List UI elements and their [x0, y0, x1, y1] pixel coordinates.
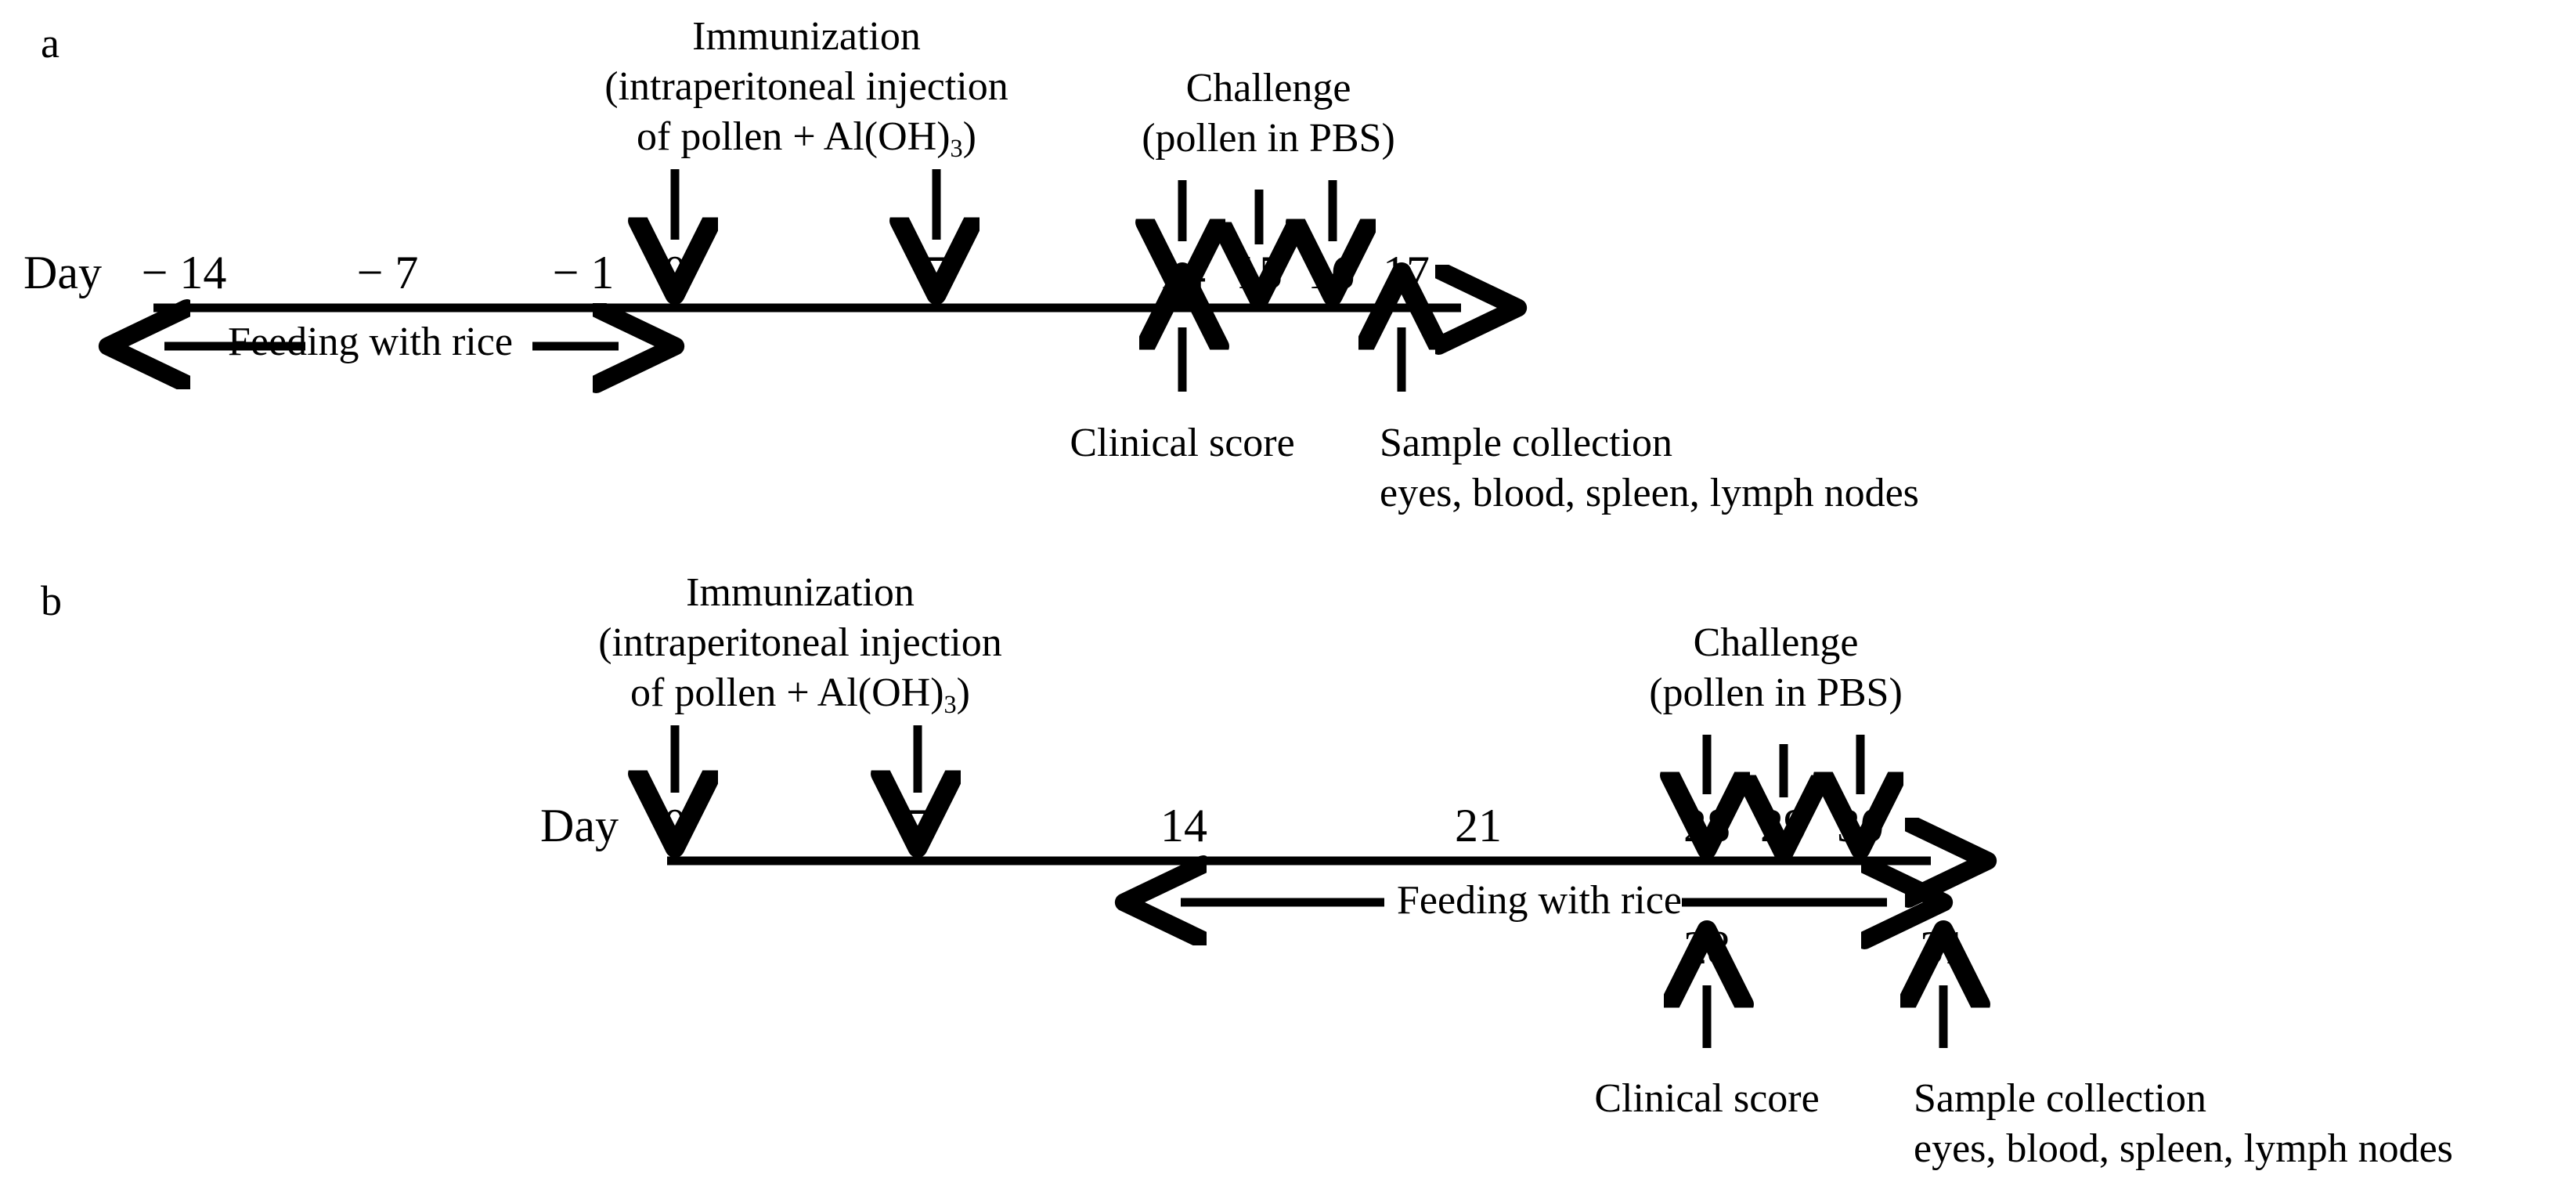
feeding-with-rice-label-b: Feeding with rice: [1392, 880, 1687, 921]
immunization-caption-b-line1: Immunization: [686, 570, 915, 615]
day-tick-a--7: − 7: [356, 247, 419, 298]
day-tick-a-16: 16: [1308, 247, 1355, 298]
day-tick-b-21: 21: [1455, 800, 1502, 851]
immunization-caption-b-line3: of pollen + Al(OH)3): [630, 669, 970, 720]
day-tick-b-14: 14: [1160, 800, 1207, 851]
day-tick-b-0: 0: [663, 800, 687, 851]
challenge-arrows-a: [1182, 180, 1333, 244]
day-axis-label-a: Day: [23, 247, 102, 298]
day-tick-a--14: − 14: [141, 247, 227, 298]
immunization-caption-a-line1: Immunization: [692, 14, 921, 59]
panel-label-b: b: [41, 577, 62, 624]
feeding-with-rice-label-a: Feeding with rice: [223, 322, 518, 363]
sample-collection-day-b: 31: [1920, 922, 1967, 974]
day-tick-a-14: 14: [1159, 247, 1206, 298]
challenge-caption-a-line1: Challenge: [1185, 66, 1351, 110]
immunization-arrows-a: [675, 169, 936, 240]
day-tick-b-7: 7: [906, 800, 929, 851]
immunization-formula-a-post: ): [962, 114, 976, 159]
immunization-arrows-b: [675, 725, 918, 793]
sample-collection-label-a-line2: eyes, blood, spleen, lymph nodes: [1380, 471, 1919, 515]
sample-collection-label-b-line2: eyes, blood, spleen, lymph nodes: [1914, 1126, 2453, 1171]
immunization-formula-a-pre: of pollen + Al(OH): [637, 114, 951, 159]
challenge-caption-b-line2: (pollen in PBS): [1649, 670, 1903, 715]
day-tick-a--1: − 1: [552, 247, 615, 298]
day-tick-b-28: 28: [1683, 800, 1730, 851]
day-tick-a-15: 15: [1236, 247, 1283, 298]
immunization-caption-a-line2: (intraperitoneal injection: [604, 64, 1008, 109]
immunization-formula-b-pre: of pollen + Al(OH): [630, 670, 944, 715]
challenge-caption-b-line1: Challenge: [1693, 620, 1859, 665]
immunization-formula-b-post: ): [956, 670, 970, 715]
clinical-score-label-b: Clinical score: [1594, 1076, 1820, 1121]
sample-collection-label-a-line1: Sample collection: [1380, 421, 1673, 465]
day-tick-b-29: 29: [1760, 800, 1807, 851]
immunization-caption-b-line2: (intraperitoneal injection: [598, 620, 1002, 665]
challenge-arrows-b: [1707, 735, 1860, 797]
clinical-score-label-a: Clinical score: [1070, 421, 1295, 465]
day-tick-a-7: 7: [925, 247, 948, 298]
immunization-formula-b-sub: 3: [943, 690, 957, 719]
panel-label-a: a: [41, 20, 60, 67]
challenge-caption-a-line2: (pollen in PBS): [1142, 116, 1395, 161]
day-axis-label-b: Day: [540, 800, 619, 851]
day-tick-a-0: 0: [663, 247, 687, 298]
sample-collection-label-b-line1: Sample collection: [1914, 1076, 2207, 1121]
day-tick-b-30: 30: [1837, 800, 1884, 851]
day-tick-a-17: 17: [1383, 247, 1430, 298]
clinical-score-day-b: 28: [1683, 922, 1730, 974]
immunization-formula-a-sub: 3: [950, 134, 963, 163]
immunization-caption-a-line3: of pollen + Al(OH)3): [637, 113, 976, 164]
